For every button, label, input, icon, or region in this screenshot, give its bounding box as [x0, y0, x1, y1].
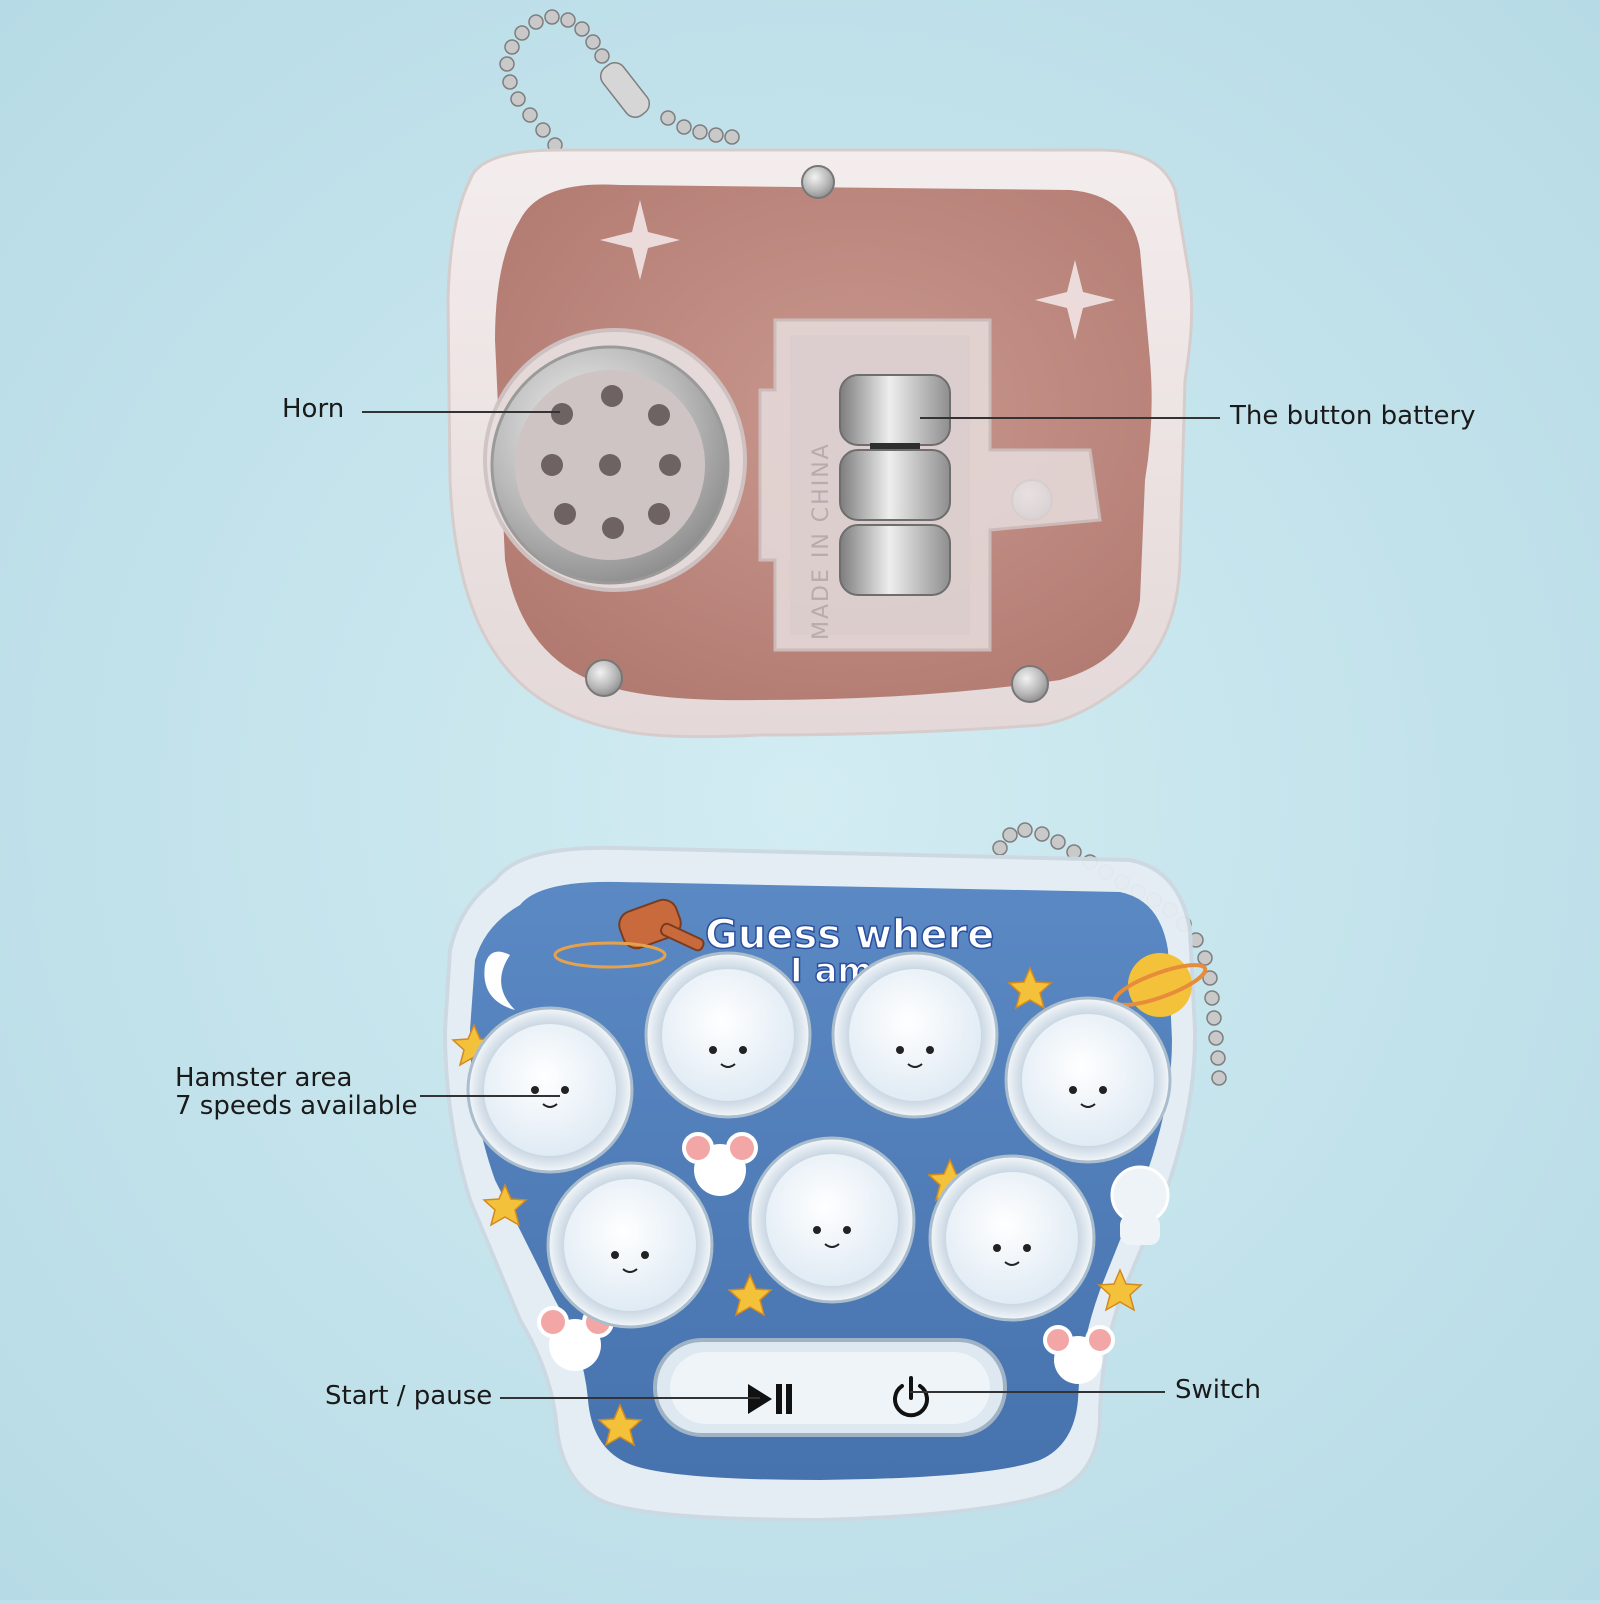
title-line-1: Guess where: [705, 912, 994, 958]
device-front: Guess where I am: [442, 822, 1227, 1523]
device-back: MADE IN CHINA: [446, 9, 1194, 739]
control-bar: [653, 1338, 1007, 1437]
power-icon[interactable]: [893, 1376, 929, 1418]
battery-compartment: MADE IN CHINA: [758, 318, 1102, 652]
hamster-area: [466, 951, 1172, 1329]
moon-icon: [484, 951, 515, 1010]
made-in-china-stamp: MADE IN CHINA: [809, 442, 834, 640]
horn-label: Horn: [282, 394, 345, 424]
astronaut-icon: [1110, 1165, 1170, 1245]
switch-label: Switch: [1175, 1375, 1261, 1405]
hamster-button[interactable]: [644, 951, 812, 1119]
speeds-label: 7 speeds available: [175, 1091, 418, 1121]
hamster-button[interactable]: [546, 1161, 714, 1329]
hamster-button[interactable]: [466, 1006, 634, 1174]
hamster-button[interactable]: [1004, 996, 1172, 1164]
hammer-icon: [553, 898, 705, 969]
hamster-button[interactable]: [831, 951, 999, 1119]
mouse-decoration-icon: [537, 1132, 1115, 1384]
button-battery: [839, 374, 951, 596]
ball-chain-top: [499, 9, 740, 168]
hamster-area-label: Hamster area: [175, 1063, 353, 1093]
battery-label: The button battery: [1230, 401, 1476, 431]
sparkle-decoration: [600, 200, 1115, 340]
hamster-button[interactable]: [748, 1136, 916, 1304]
horn-speaker: [483, 328, 747, 592]
start-pause-label: Start / pause: [325, 1381, 493, 1411]
hamster-button[interactable]: [928, 1154, 1096, 1322]
